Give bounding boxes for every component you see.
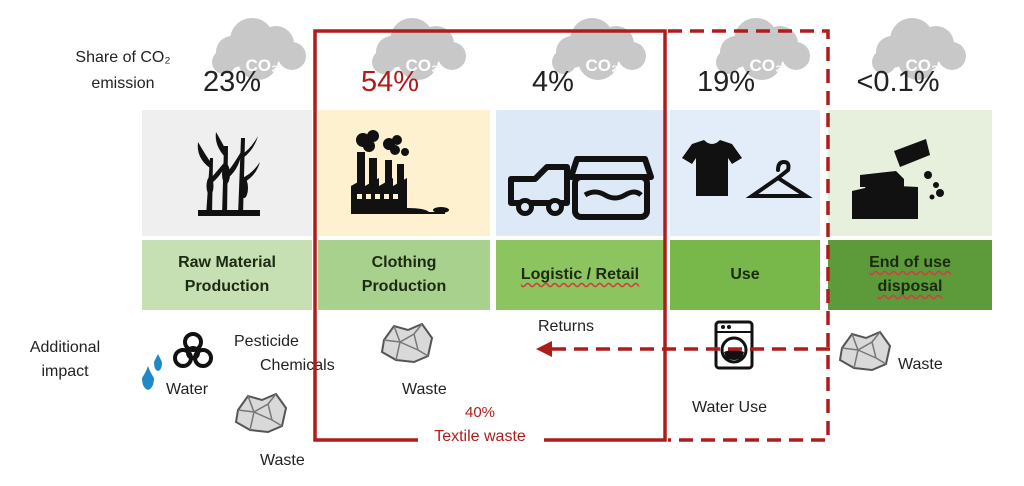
cloud-co2-text: CO₂ [245,56,278,75]
additional-impact-label: Additional impact [29,339,101,380]
factory-icon [351,130,449,214]
water-drop-icon [142,354,162,390]
returns-label: Returns [538,318,595,335]
tshirt-hanger-icon [682,140,813,198]
biohazard-icon [173,332,213,368]
waste-crumpled-icon [838,330,892,372]
pct-raw-material: 23% [202,66,262,98]
crop-plant-icon [197,132,260,216]
label-logistic-retail-text: Logistic / Retail [520,266,640,283]
label-use-text: Use [730,266,760,283]
dump-truck-icon [852,139,944,219]
pct-use: 19% [696,66,756,98]
pct-logistic-retail: 4% [532,66,574,98]
cloud-co2-text: CO₂ [905,56,938,75]
label-raw-material-text: Raw Material Production [178,254,276,295]
label-logistic-retail: Logistic / Retail [496,240,664,310]
waste-crumpled-icon [234,392,288,434]
washing-machine-icon [714,320,754,370]
textile-waste-label: Textile waste [434,428,526,445]
pct-end-of-use: <0.1% [856,66,940,98]
water-use-label: Water Use [692,399,767,416]
truck-store-icon [508,156,654,220]
share-of-co2-label: Share of CO₂ emission [75,49,171,92]
waste-crumpled-icon [380,322,434,364]
pct-clothing-production: 54% [360,66,420,98]
label-end-of-use-text: End of use disposal [869,254,951,295]
cloud-icon: CO₂ [872,18,966,80]
cloud-icon: CO₂ [212,18,306,80]
waste-disposal-label: Waste [898,356,943,373]
water-label: Water [166,381,209,398]
waste-raw-label: Waste [260,452,305,469]
label-raw-material: Raw Material Production [142,240,312,310]
label-clothing-production-text: Clothing Production [361,254,447,295]
textile-waste-pct: 40% [464,404,496,421]
label-clothing-production: Clothing Production [318,240,490,310]
label-end-of-use: End of use disposal [828,240,992,310]
pesticide-label: Pesticide [234,333,299,350]
waste-production-label: Waste [402,381,447,398]
chemicals-label: Chemicals [260,357,335,374]
label-use: Use [670,240,820,310]
